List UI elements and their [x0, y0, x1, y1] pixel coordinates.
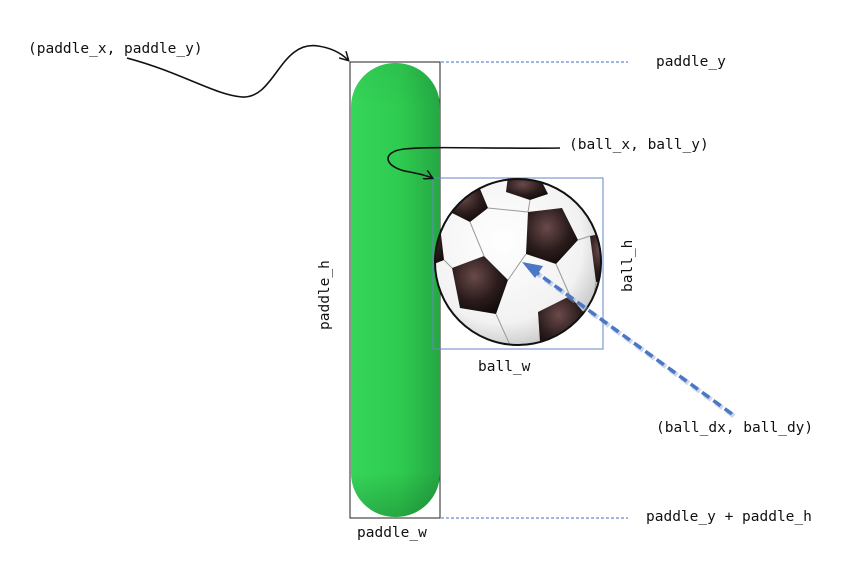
paddle-y-label: paddle_y — [656, 54, 726, 70]
ball-w-label: ball_w — [478, 359, 531, 375]
paddle-shading — [351, 63, 440, 517]
ball-h-label: ball_h — [620, 240, 636, 292]
ball-origin-pointer — [387, 146, 561, 178]
paddle-origin-pointer — [126, 44, 348, 98]
paddle-h-label: paddle_h — [317, 260, 333, 330]
paddle-bottom-label: paddle_y + paddle_h — [646, 509, 812, 525]
paddle-w-label: paddle_w — [357, 525, 427, 541]
paddle-origin-label: (paddle_x, paddle_y) — [28, 41, 203, 57]
ball-velocity-label: (ball_dx, ball_dy) — [656, 420, 813, 436]
soccer-ball-icon — [434, 178, 602, 346]
ball-origin-label: (ball_x, ball_y) — [569, 137, 709, 153]
velocity-arrow — [522, 262, 736, 419]
